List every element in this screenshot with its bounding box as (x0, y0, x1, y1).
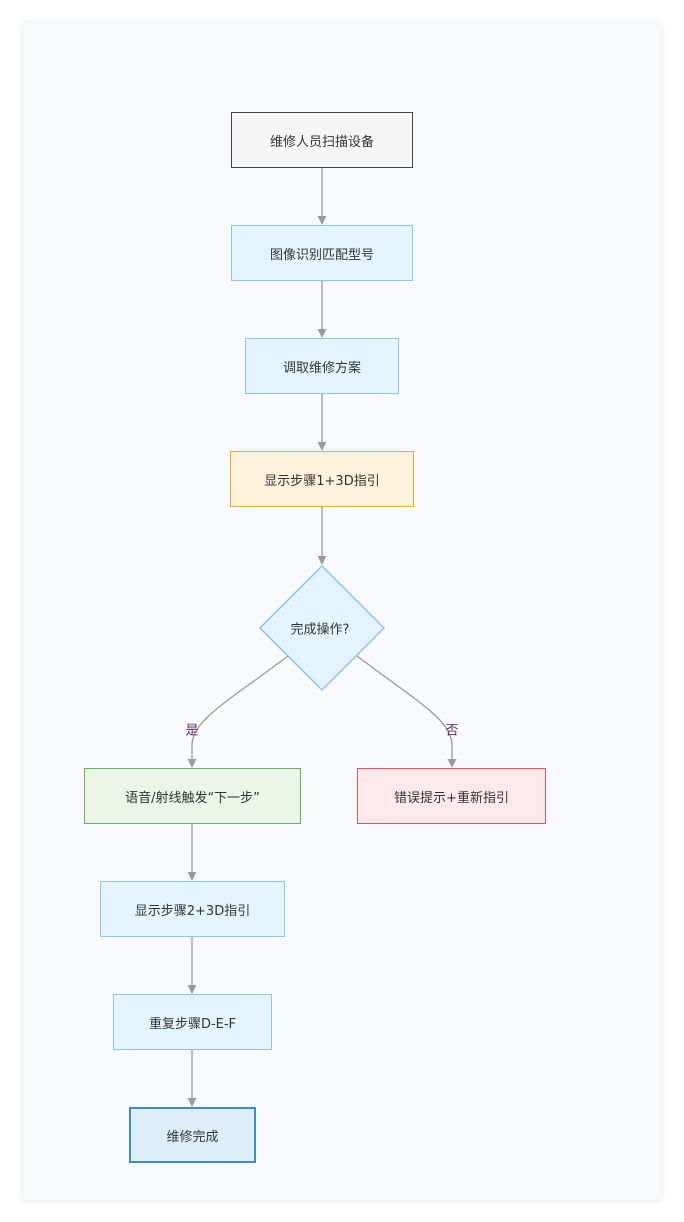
node-repeat-steps: 重复步骤D-E-F (113, 994, 272, 1050)
node-image-recognition-label: 图像识别匹配型号 (269, 247, 374, 263)
node-show-step2: 显示步骤2+3D指引 (100, 881, 285, 937)
edge-label-no: 否 (445, 723, 459, 739)
decision-diamond (258, 564, 386, 692)
node-start: 维修人员扫描设备 (231, 112, 413, 168)
node-show-step1: 显示步骤1+3D指引 (230, 451, 414, 507)
node-voice-trigger: 语音/射线触发“下一步” (84, 768, 301, 824)
node-fetch-plan-label: 调取维修方案 (282, 360, 361, 376)
edge-decision-no (356, 655, 457, 768)
node-error-hint-label: 错误提示+重新指引 (394, 790, 509, 806)
node-show-step2-label: 显示步骤2+3D指引 (134, 903, 251, 919)
node-start-label: 维修人员扫描设备 (269, 134, 374, 150)
node-error-hint: 错误提示+重新指引 (357, 768, 546, 824)
node-decision-label: 完成操作? (290, 622, 350, 638)
node-voice-trigger-label: 语音/射线触发“下一步” (125, 790, 260, 806)
node-fetch-plan: 调取维修方案 (245, 338, 399, 394)
node-finish: 维修完成 (129, 1107, 256, 1163)
node-finish-label: 维修完成 (166, 1129, 219, 1145)
edge-decision-yes (187, 655, 289, 768)
node-repeat-steps-label: 重复步骤D-E-F (148, 1016, 237, 1032)
node-image-recognition: 图像识别匹配型号 (231, 225, 413, 281)
edge-label-yes: 是 (185, 723, 199, 739)
node-show-step1-label: 显示步骤1+3D指引 (264, 473, 380, 489)
